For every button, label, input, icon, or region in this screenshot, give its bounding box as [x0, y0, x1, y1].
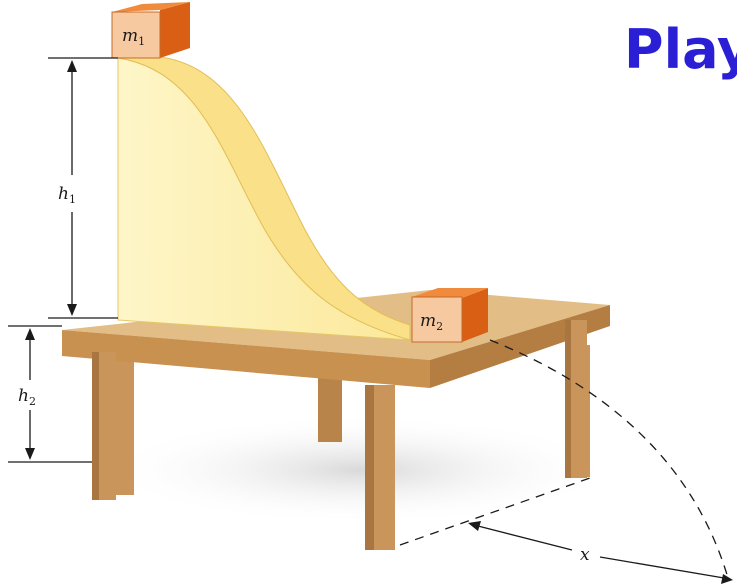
- label-h2: h2: [18, 386, 36, 408]
- label-h1: h1: [58, 184, 76, 206]
- block-m2: m2: [411, 288, 488, 343]
- h1-dimension: [48, 57, 118, 319]
- ramp-surface: [117, 55, 411, 341]
- floor-shadow: [100, 415, 620, 525]
- label-m2: m2: [420, 311, 443, 333]
- block-m1: m1: [111, 2, 190, 59]
- floor-projection-line: [399, 477, 591, 546]
- table-front-edge: [62, 330, 430, 388]
- label-x: x: [580, 545, 590, 565]
- page-title: Play: [624, 18, 737, 81]
- projectile-trajectory: [489, 339, 729, 579]
- x-dimension: [468, 521, 733, 584]
- label-m1: m1: [122, 26, 145, 48]
- h2-dimension: [8, 325, 92, 463]
